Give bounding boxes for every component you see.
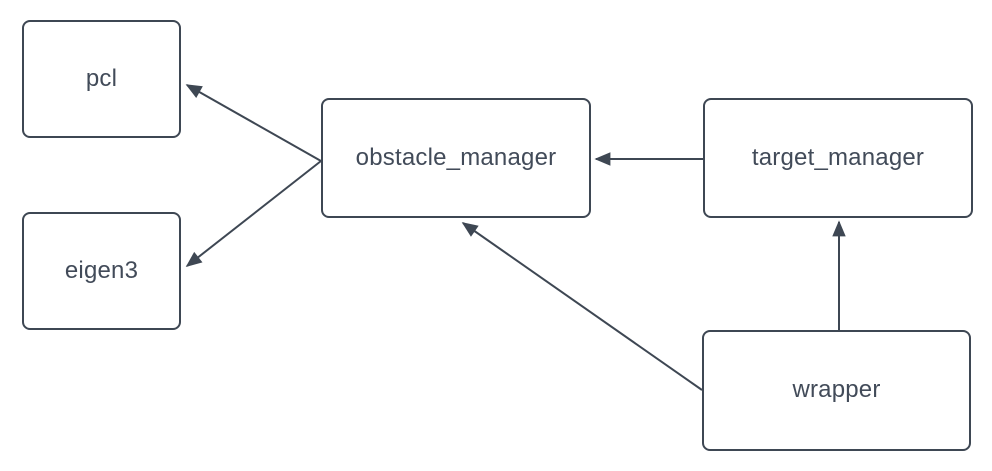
node-eigen3-label: eigen3 <box>64 256 139 284</box>
node-pcl-label: pcl <box>85 64 118 92</box>
node-target-manager: target_manager <box>703 98 973 218</box>
edge-obstacle_manager-to-pcl <box>185 84 322 162</box>
edge-wrapper-to-obstacle_manager <box>461 222 703 391</box>
node-obstacle-manager-label: obstacle_manager <box>355 143 557 171</box>
node-obstacle-manager: obstacle_manager <box>321 98 591 218</box>
node-target-manager-label: target_manager <box>751 143 925 171</box>
node-wrapper: wrapper <box>702 330 971 451</box>
node-wrapper-label: wrapper <box>792 376 881 404</box>
edge-obstacle_manager-to-eigen3 <box>185 160 322 267</box>
node-eigen3: eigen3 <box>22 212 181 330</box>
node-pcl: pcl <box>22 20 181 138</box>
